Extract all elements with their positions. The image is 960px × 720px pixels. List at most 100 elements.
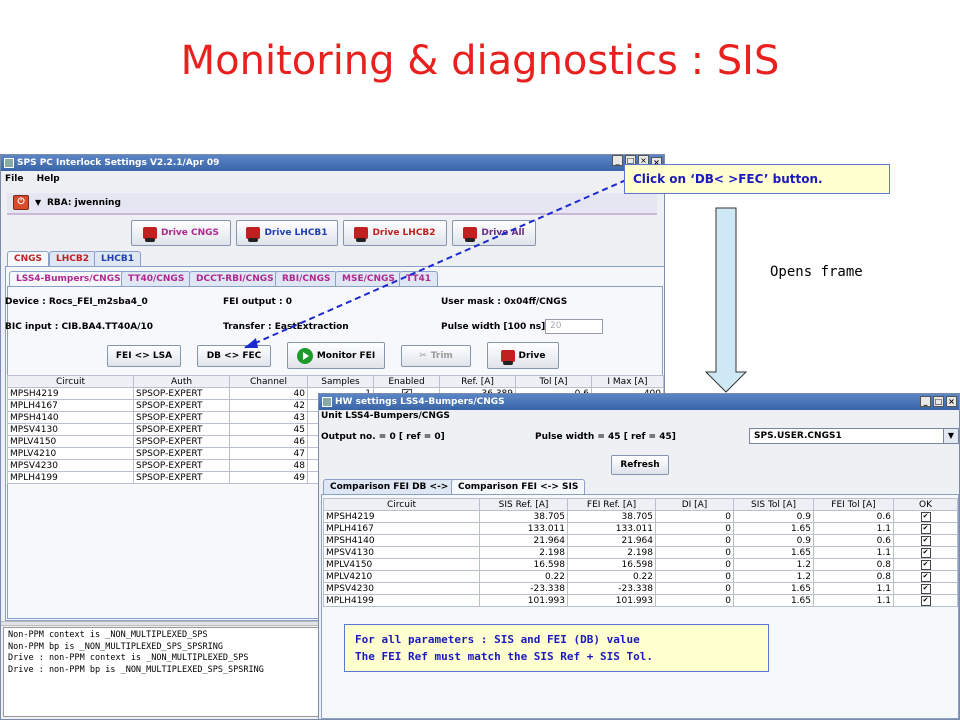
cell-circuit: MPLV4150 xyxy=(7,435,134,448)
col-imax[interactable]: I Max [A] xyxy=(591,375,664,388)
cell-channel: 47 xyxy=(229,447,308,460)
drive-lhcb2-button[interactable]: Drive LHCB2 xyxy=(343,220,447,246)
cell-ok[interactable]: ✔ xyxy=(893,594,958,607)
db-fec-button[interactable]: DB <> FEC xyxy=(197,345,271,367)
cell-ok[interactable]: ✔ xyxy=(893,510,958,523)
cell-circuit: MPLH4167 xyxy=(323,522,480,535)
checkbox-icon[interactable]: ✔ xyxy=(920,536,931,546)
log-line: Drive : non-PPM bp is _NON_MULTIPLEXED_S… xyxy=(8,664,264,675)
main-window-title: SPS PC Interlock Settings V2.2.1/Apr 09 xyxy=(17,158,220,168)
checkbox-icon[interactable]: ✔ xyxy=(920,584,931,594)
checkbox-icon[interactable]: ✔ xyxy=(920,596,931,606)
hw-window-titlebar[interactable]: HW settings LSS4-Bumpers/CNGS _ □ × xyxy=(319,394,959,410)
drive-cngs-label: Drive CNGS xyxy=(160,228,220,238)
cell-ok[interactable]: ✔ xyxy=(893,546,958,559)
menu-file[interactable]: File xyxy=(5,174,24,184)
tab-tt41[interactable]: TT41 xyxy=(399,271,439,286)
refresh-button[interactable]: Refresh xyxy=(611,455,669,475)
monitor-fei-button[interactable]: Monitor FEI xyxy=(287,342,385,369)
checkbox-icon[interactable]: ✔ xyxy=(920,560,931,570)
cell-fei-tol: 1.1 xyxy=(813,582,894,595)
col-circuit[interactable]: Circuit xyxy=(323,498,480,511)
minimize-icon[interactable]: _ xyxy=(612,155,623,166)
cell-sis-ref: 0.22 xyxy=(479,570,568,583)
drive-all-button[interactable]: Drive All xyxy=(452,220,536,246)
col-samples[interactable]: Samples xyxy=(307,375,374,388)
user-mask-label: User mask : 0x04ff/CNGS xyxy=(441,297,568,307)
checkbox-icon[interactable]: ✔ xyxy=(920,548,931,558)
cell-channel: 49 xyxy=(229,471,308,484)
col-fei-ref[interactable]: FEI Ref. [A] xyxy=(567,498,656,511)
cell-auth: SPSOP-EXPERT xyxy=(133,471,230,484)
minimize-icon[interactable]: _ xyxy=(920,396,931,407)
cell-ok[interactable]: ✔ xyxy=(893,570,958,583)
cell-circuit: MPSH4140 xyxy=(7,411,134,424)
col-sis-ref[interactable]: SIS Ref. [A] xyxy=(479,498,568,511)
power-icon[interactable]: ⏻ xyxy=(13,195,29,210)
note-line: For all parameters : SIS and FEI (DB) va… xyxy=(355,633,640,646)
slide-title: Monitoring & diagnostics : SIS xyxy=(180,38,780,84)
chevron-down-icon[interactable]: ▼ xyxy=(943,429,958,443)
log-line: Drive : non-PPM context is _NON_MULTIPLE… xyxy=(8,653,249,663)
dropdown-arrow-icon[interactable]: ▼ xyxy=(35,198,42,207)
menu-help[interactable]: Help xyxy=(36,174,60,184)
user-select-value: SPS.USER.CNGS1 xyxy=(754,431,842,441)
col-channel[interactable]: Channel xyxy=(229,375,308,388)
checkbox-icon[interactable]: ✔ xyxy=(920,572,931,582)
circuit-table-header: Circuit Auth Channel Samples Enabled Ref… xyxy=(7,375,664,388)
log-line: Non-PPM context is _NON_MULTIPLEXED_SPS xyxy=(8,630,208,640)
tab-comparison-fei-sis[interactable]: Comparison FEI <-> SIS xyxy=(451,479,586,494)
cell-fei-ref: 2.198 xyxy=(567,546,656,559)
pointer-arrowhead xyxy=(244,338,258,348)
cell-circuit: MPSV4230 xyxy=(7,459,134,472)
hw-pulse-width-label: Pulse width = 45 [ ref = 45] xyxy=(535,432,676,442)
drive-icon xyxy=(463,227,478,242)
java-app-icon xyxy=(4,158,14,168)
checkbox-icon[interactable]: ✔ xyxy=(920,512,931,522)
cell-auth: SPSOP-EXPERT xyxy=(133,399,230,412)
cell-sis-ref: -23.338 xyxy=(479,582,568,595)
col-auth[interactable]: Auth xyxy=(133,375,230,388)
close-icon[interactable]: × xyxy=(946,396,957,407)
cell-sis-ref: 16.598 xyxy=(479,558,568,571)
drive-cngs-button[interactable]: Drive CNGS xyxy=(131,220,231,246)
bic-input-label: BIC input : CIB.BA4.TT40A/10 xyxy=(5,322,153,332)
cell-di: 0 xyxy=(655,510,734,523)
device-label: Device : Rocs_FEI_m2sba4_0 xyxy=(5,297,148,307)
cell-circuit: MPSH4219 xyxy=(7,387,134,400)
user-select[interactable]: SPS.USER.CNGS1 ▼ xyxy=(749,428,959,444)
cell-channel: 42 xyxy=(229,399,308,412)
dashed-pointer-line xyxy=(243,179,627,349)
drive-label: Drive xyxy=(518,350,546,361)
sis-table-header: Circuit SIS Ref. [A] FEI Ref. [A] DI [A]… xyxy=(323,498,958,511)
cell-circuit: MPSV4130 xyxy=(323,546,480,559)
drive-icon xyxy=(500,349,515,365)
pulse-width-label: Pulse width [100 ns] : xyxy=(441,322,553,332)
java-app-icon xyxy=(322,397,332,407)
tab-cngs[interactable]: CNGS xyxy=(7,251,50,266)
trim-button[interactable]: ✂ Trim xyxy=(401,345,471,367)
pulse-width-input[interactable]: 20 xyxy=(545,319,603,334)
cell-channel: 40 xyxy=(229,387,308,400)
tab-lhcb1[interactable]: LHCB1 xyxy=(94,251,141,266)
cell-ok[interactable]: ✔ xyxy=(893,558,958,571)
scissors-icon: ✂ xyxy=(419,351,427,361)
cell-ok[interactable]: ✔ xyxy=(893,582,958,595)
drive-icon xyxy=(142,227,157,242)
maximize-icon[interactable]: □ xyxy=(933,396,944,407)
fei-lsa-button[interactable]: FEI <> LSA xyxy=(107,345,181,367)
drive-lhcb1-button[interactable]: Drive LHCB1 xyxy=(236,220,338,246)
cell-di: 0 xyxy=(655,594,734,607)
checkbox-icon[interactable]: ✔ xyxy=(920,524,931,534)
cell-channel: 46 xyxy=(229,435,308,448)
cell-circuit: MPLV4210 xyxy=(7,447,134,460)
cell-circuit: MPLV4210 xyxy=(323,570,480,583)
drive-button[interactable]: Drive xyxy=(487,342,559,369)
opens-frame-label: Opens frame xyxy=(770,264,863,280)
